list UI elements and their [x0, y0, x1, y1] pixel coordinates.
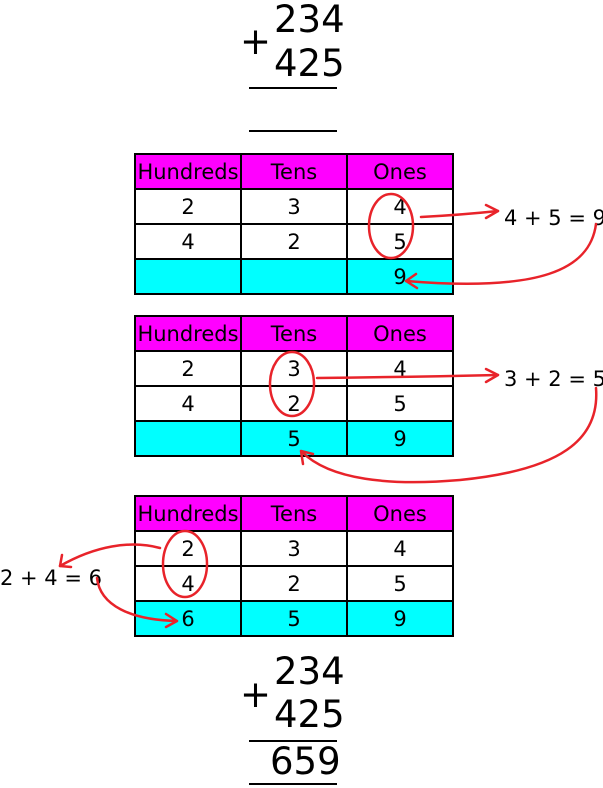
top-plus-sign: +: [240, 20, 272, 63]
place-value-table-tens-step: Hundreds Tens Ones 2 3 4 4 2 5 5 9: [134, 315, 454, 457]
tens-arrowhead-left: [299, 449, 315, 466]
header-ones: Ones: [346, 495, 454, 532]
tens-result-arrow: [300, 386, 598, 484]
sum-cell-tens: 5: [240, 600, 348, 637]
sum-cell-ones: 9: [346, 600, 454, 637]
hundreds-digits-circle: [161, 529, 209, 599]
cell: 2: [240, 223, 348, 260]
cell: 4: [346, 350, 454, 387]
sum-cell-hundreds: 6: [134, 600, 242, 637]
hundreds-arrowhead-left: [58, 553, 73, 569]
cell: 3: [240, 530, 348, 567]
header-hundreds: Hundreds: [134, 315, 242, 352]
bottom-result: 659: [270, 740, 341, 783]
header-tens: Tens: [240, 315, 348, 352]
header-tens: Tens: [240, 495, 348, 532]
top-sum-line: [249, 87, 337, 89]
ones-arrowhead-left: [404, 272, 419, 290]
sum-cell-ones: 9: [346, 258, 454, 295]
cell: 2: [240, 565, 348, 602]
sum-cell-hundreds: [134, 258, 242, 295]
cell: 3: [240, 188, 348, 225]
sum-cell-tens: [240, 258, 348, 295]
header-hundreds: Hundreds: [134, 153, 242, 190]
place-value-table-hundreds-step: Hundreds Tens Ones 2 3 4 4 2 5 6 5 9: [134, 495, 454, 637]
cell: 5: [346, 385, 454, 422]
sum-cell-tens: 5: [240, 420, 348, 457]
cell: 4: [346, 530, 454, 567]
cell: 4: [346, 188, 454, 225]
bottom-addend-1: 234: [274, 650, 345, 693]
top-addend-2: 425: [274, 42, 345, 85]
hundreds-result-arrow: [95, 576, 179, 623]
tens-equation: 3 + 2 = 5: [504, 367, 603, 391]
ones-equation: 4 + 5 = 9: [504, 206, 603, 230]
hundreds-arrowhead-right: [164, 612, 179, 629]
ones-arrowhead-right: [484, 203, 500, 220]
tens-digits-circle: [268, 350, 316, 418]
header-ones: Ones: [346, 315, 454, 352]
ones-to-equation-arrow: [419, 209, 500, 219]
ones-digits-circle: [367, 192, 415, 260]
top-addend-1: 234: [274, 0, 345, 41]
ones-result-arrow: [404, 222, 598, 286]
cell: 4: [134, 223, 242, 260]
bottom-sum-line: [249, 740, 337, 742]
cell: 2: [134, 530, 242, 567]
tens-arrowhead-right: [484, 367, 500, 384]
cell: 4: [134, 385, 242, 422]
cell: 2: [134, 350, 242, 387]
place-value-table-ones-step: Hundreds Tens Ones 2 3 4 4 2 5 9: [134, 153, 454, 295]
cell: 5: [346, 565, 454, 602]
sum-cell-ones: 9: [346, 420, 454, 457]
bottom-addend-2: 425: [274, 693, 345, 736]
bottom-plus-sign: +: [240, 673, 272, 716]
cell: 2: [134, 188, 242, 225]
bottom-answer-line: [249, 783, 337, 785]
hundreds-to-equation-arrow: [58, 543, 162, 568]
top-answer-line: [249, 130, 337, 132]
hundreds-equation: 2 + 4 = 6: [0, 566, 102, 590]
header-ones: Ones: [346, 153, 454, 190]
tens-to-equation-arrow: [315, 373, 500, 380]
header-hundreds: Hundreds: [134, 495, 242, 532]
sum-cell-hundreds: [134, 420, 242, 457]
header-tens: Tens: [240, 153, 348, 190]
